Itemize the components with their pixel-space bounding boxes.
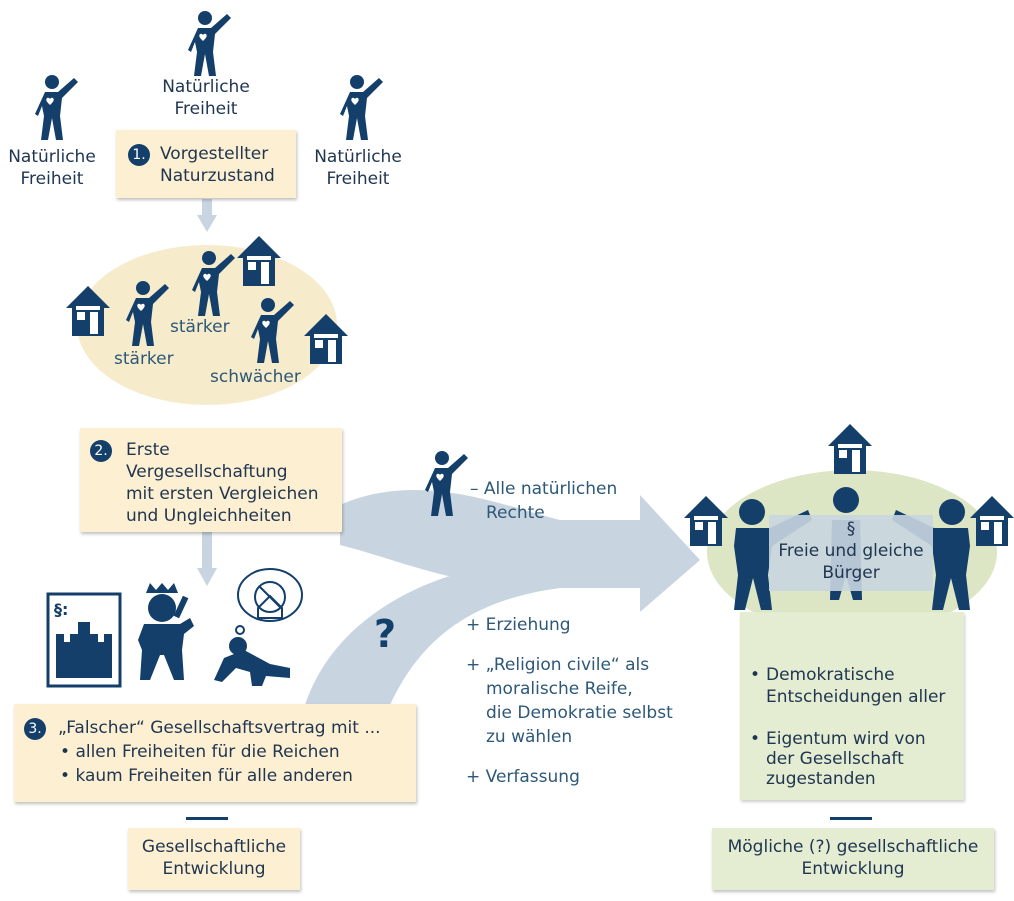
king-icon [138,583,194,680]
footer-left: Gesellschaftliche Entwicklung [128,828,300,890]
step3-title: „Falscher“ Gesellschaftsvertrag mit ... [58,718,381,738]
plus-item-constitution: + Verfassung [466,767,580,787]
lower-curved-arrow [305,560,560,705]
step2-line-2: Vergesellschaftung [126,462,288,482]
ideal-outcomes-box: • Demokratische Entscheidungen aller • E… [740,612,964,800]
footer-right-line-2: Entwicklung [801,859,905,879]
bullet-dot: • [750,665,761,685]
minus-item-line-2: Rechte [486,503,545,523]
outcome-1-line-1: Demokratische [766,665,895,685]
label-weaker: schwächer [210,367,301,387]
ideal-paragraph-symbol: § [846,519,856,539]
step3-bullet-1: allen Freiheiten für die Reichen [60,741,339,763]
step2-number: 2. [90,440,112,462]
plus-item-religion-2: moralische Reife, [486,679,633,699]
step1-number: 1. [128,144,150,166]
castle-icon [56,622,112,678]
connector-arrow-1 [197,199,217,232]
citizens-panel-bg [769,515,933,591]
kneeling-person-icon [214,637,290,686]
contract-paragraph-symbol: §: [54,600,69,619]
left-footer-divider [186,817,228,820]
footer-right: Mögliche (?) gesellschaftliche Entwicklu… [712,828,994,890]
label-natural-freedom-top: Natürliche Freiheit [162,77,250,119]
step1-text: Vorgestellter Naturzustand [160,144,275,186]
house-icon [828,424,872,474]
outcome-2-line-2: der Gesellschaft [766,749,904,769]
label-natural-freedom-left: Natürliche Freiheit [8,147,96,189]
plus-item-religion-1: + „Religion civile“ als [466,655,650,675]
house-icon [684,496,728,546]
question-mark: ? [374,612,397,656]
connector-arrow-2 [197,530,217,586]
label-stronger-1: stärker [114,349,174,369]
citizens-line-1: Freie und gleiche [778,541,924,561]
house-icon [237,236,281,286]
house-icon [970,496,1014,546]
citizens-line-2: Bürger [822,563,880,583]
label-natural-freedom-right: Natürliche Freiheit [314,147,402,189]
step2-line-4: und Ungleichheiten [126,506,292,526]
person-icon [35,75,78,140]
person-icon [188,11,231,76]
footer-right-line-1: Mögliche (?) gesellschaftliche [727,837,979,857]
thought-bubble-icon [235,568,303,635]
minus-item-line-1: – Alle natürlichen [470,479,618,499]
bullet-dot: • [750,729,761,749]
step1-box: 1. Vorgestellter Naturzustand [116,130,296,198]
person-icon [340,75,383,140]
plus-item-religion-4: zu wählen [486,727,573,747]
outcome-2-line-1: Eigentum wird von [766,729,926,749]
footer-left-line-2: Entwicklung [162,859,266,879]
step2-line-1: Erste [126,440,170,460]
right-footer-divider [830,817,872,820]
step3-bullet-2: kaum Freiheiten für alle anderen [60,765,352,787]
step2-box: 2. Erste Vergesellschaftung mit ersten V… [80,428,342,532]
plus-item-education: + Erziehung [466,615,571,635]
footer-left-line-1: Gesellschaftliche [141,837,287,857]
plus-item-religion-3: die Demokratie selbst [486,703,673,723]
step3-box: 3. „Falscher“ Gesellschaftsvertrag mit .… [14,704,416,802]
label-stronger-2: stärker [170,317,230,337]
outcome-2-line-3: zugestanden [766,769,876,789]
main-curved-arrow [340,489,700,612]
step2-line-3: mit ersten Vergleichen [126,484,319,504]
step3-number: 3. [24,718,46,740]
outcome-1-line-2: Entscheidungen aller [766,687,946,707]
